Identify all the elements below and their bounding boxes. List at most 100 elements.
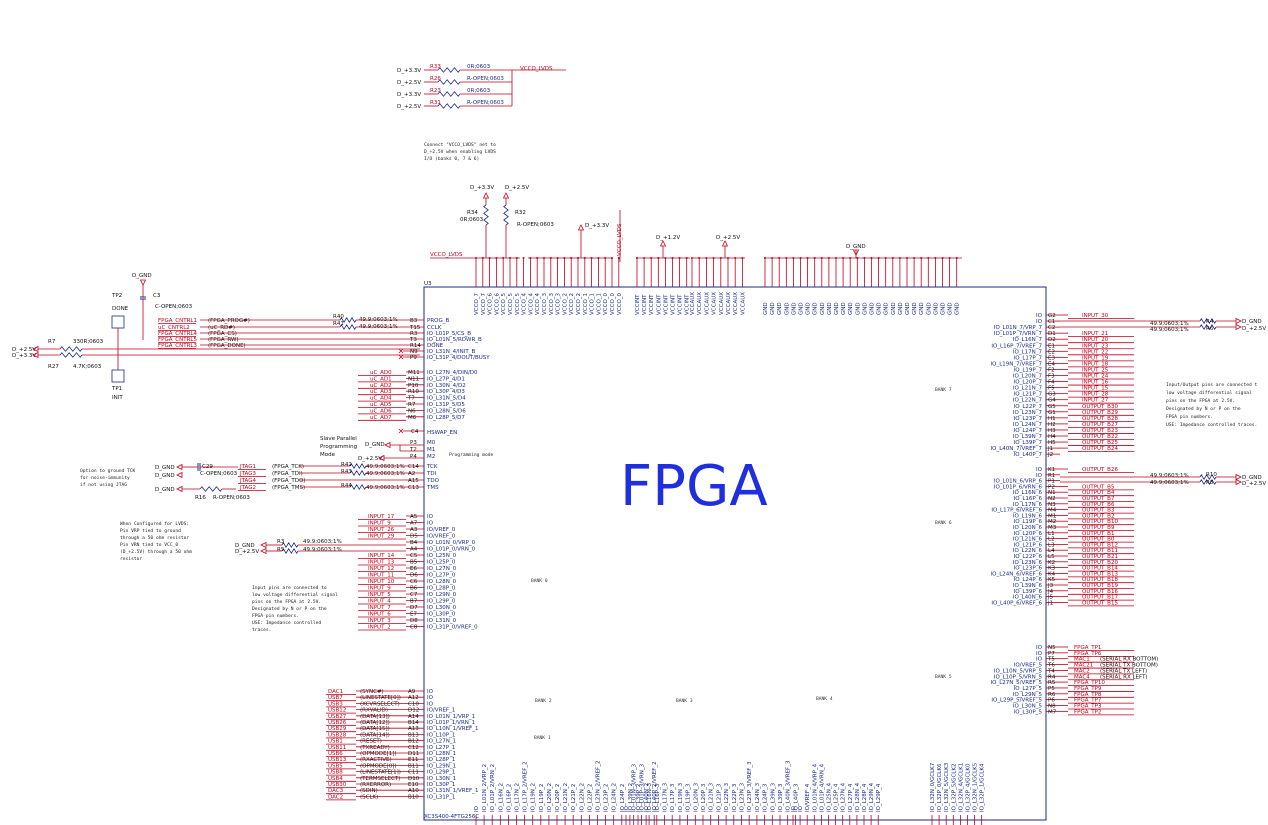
note-line: low voltage differential signal bbox=[252, 592, 338, 598]
pin-number: C5 bbox=[410, 553, 418, 559]
junction-dot bbox=[685, 257, 688, 259]
pin-number: G3 bbox=[1048, 392, 1056, 398]
pin-name: IO_L31N_4/INIT_B bbox=[427, 349, 475, 355]
bottom-pin-label: IO_L29N_4 bbox=[869, 782, 875, 812]
pin-number: E10 bbox=[408, 782, 419, 788]
pin-number: D7 bbox=[410, 605, 418, 611]
net-label: OUTPUT_B9 bbox=[1082, 525, 1115, 531]
resistor-value: R-OPEN;0603 bbox=[517, 222, 554, 228]
net-label: uC_CNTRL2 bbox=[158, 325, 190, 331]
pin-number: A10 bbox=[408, 788, 419, 794]
pin-name: IO_L10N_5/VRP_5 bbox=[994, 668, 1043, 674]
pin-name: IO/VREF_5 bbox=[1014, 663, 1043, 669]
note-line: Connect "VCCO_LVDS" net to bbox=[424, 142, 496, 148]
pin-number: F3 bbox=[1048, 374, 1055, 380]
top-pin-label: VCCAUX bbox=[697, 292, 703, 315]
bottom-pin-label: IO_L32N_1/GCLK5 bbox=[973, 762, 979, 812]
net-label: FPGA_TP6 bbox=[1074, 651, 1102, 657]
vcco-lvds-net: VCCO_LVDS bbox=[430, 252, 463, 258]
junction-dot bbox=[590, 257, 593, 259]
net-label: USB5 bbox=[328, 763, 343, 769]
net-label: MAC2 bbox=[1074, 668, 1090, 674]
bank-label: BANK 2 bbox=[535, 698, 552, 704]
net-label: JTAG2 bbox=[239, 485, 256, 491]
top-pin-label: GND bbox=[827, 302, 833, 315]
signal-label: (SERIAL TX LEFT) bbox=[1100, 668, 1147, 674]
pin-name: TDI bbox=[426, 471, 437, 477]
resistor-ref: R10 bbox=[1206, 472, 1217, 478]
pin-name: IO_L27P_4/D1 bbox=[427, 376, 465, 382]
bank-label: BANK 1 bbox=[534, 735, 551, 741]
top-pin-label: GND bbox=[841, 302, 847, 315]
pin-name: IO_L31N_5/D4 bbox=[427, 396, 466, 402]
ground-icon bbox=[139, 279, 147, 286]
signal-label: (RXERROR) bbox=[360, 782, 391, 788]
bottom-pin-label: IO_L40N_2 bbox=[644, 783, 650, 812]
net-label: INPUT_28 bbox=[1082, 392, 1109, 398]
net-label: USB4 bbox=[328, 776, 343, 782]
rail-label: D_+3.3V bbox=[397, 92, 421, 98]
top-pin-label: GND bbox=[933, 302, 939, 315]
resistor-value: 49.9;0603;1% bbox=[303, 539, 342, 545]
pin-name: IO_L24P_7 bbox=[1014, 428, 1043, 434]
resistor-symbol bbox=[1199, 324, 1217, 330]
resistor-ref: R4 bbox=[1206, 319, 1214, 325]
pin-number: H3 bbox=[1048, 428, 1056, 434]
top-pin-label: GND bbox=[777, 302, 783, 315]
pin-name: IO_L27P_1 bbox=[427, 745, 455, 751]
signal-label: (RESET) bbox=[360, 739, 382, 745]
testpoint-ref: TP1 bbox=[111, 386, 122, 392]
net-label: uC_AD3 bbox=[370, 389, 392, 395]
pin-number: G5 bbox=[1048, 404, 1056, 410]
pin-name: IO_L16P_6 bbox=[1014, 496, 1043, 502]
net-label: INPUT_19 bbox=[1082, 355, 1109, 361]
bottom-pin-label: IO_L32P_0/GCLK6 bbox=[937, 763, 943, 812]
net-label: uC_AD0 bbox=[370, 370, 392, 376]
top-pin-label: VCCAUX bbox=[704, 292, 710, 315]
pin-name: IO_L28N_1 bbox=[427, 751, 456, 757]
mode-label: Programming bbox=[320, 444, 357, 450]
junction-dot bbox=[955, 257, 958, 259]
net-label: INPUT_21 bbox=[1082, 331, 1108, 337]
junction-dot bbox=[877, 257, 880, 259]
pin-number: E4 bbox=[1048, 361, 1055, 367]
signal-label: (SERIAL RX BOTTOM) bbox=[1100, 657, 1158, 663]
pin-number: K2 bbox=[1048, 560, 1055, 566]
signal-label: (FPGA_CS) bbox=[208, 331, 237, 337]
junction-dot bbox=[785, 257, 788, 259]
resistor-ref: R33 bbox=[430, 64, 441, 70]
junction-dot bbox=[604, 257, 607, 259]
vcco-lvds-net: VCCO_LVDS bbox=[520, 66, 553, 72]
net-label: OUTPUT_B27 bbox=[1082, 422, 1118, 428]
pin-number: A4 bbox=[410, 547, 418, 553]
resistor-ref: R44 bbox=[341, 483, 352, 489]
port-arrow-icon bbox=[384, 441, 391, 449]
net-label: FPGA_CNTRL1 bbox=[158, 318, 197, 324]
pin-number: J2 bbox=[1047, 452, 1053, 458]
net-label: INPUT_6 bbox=[368, 612, 391, 618]
pin-number: M7 bbox=[1048, 709, 1057, 715]
net-label: OUTPUT_B20 bbox=[1082, 560, 1118, 566]
pin-name: IO_L19N_7/VREF_7 bbox=[991, 361, 1043, 367]
bottom-pin-label: IO bbox=[791, 805, 797, 812]
net-label: INPUT_2 bbox=[368, 625, 391, 631]
top-pin-label: GND bbox=[948, 302, 954, 315]
resistor-ref: R31 bbox=[430, 100, 441, 106]
top-pin-label: GND bbox=[905, 302, 911, 315]
signal-label: (XCVRSELECT) bbox=[360, 701, 400, 707]
pin-number: C4 bbox=[411, 429, 419, 435]
net-label: FPGA_TP2 bbox=[1074, 709, 1101, 715]
top-pin-label: VCCO_5 bbox=[501, 292, 507, 315]
bottom-pin-label: IO_L24P_2 bbox=[620, 784, 626, 812]
top-pin-label: VCCO_2 bbox=[562, 293, 568, 315]
net-label: uC_AD1 bbox=[370, 376, 392, 382]
rail-label: D_+2.5V bbox=[505, 185, 529, 191]
pin-number: D6 bbox=[410, 573, 418, 579]
rail-label: D_+1.2V bbox=[656, 235, 680, 241]
pin-name: IO_L01N_5/RDWR_B bbox=[427, 337, 482, 343]
resistor-value: 49.9;0603;1% bbox=[1150, 321, 1189, 327]
pin-name: IO_L16N_6 bbox=[1013, 490, 1043, 496]
pin-name: IO_L24N_7 bbox=[1013, 422, 1043, 428]
